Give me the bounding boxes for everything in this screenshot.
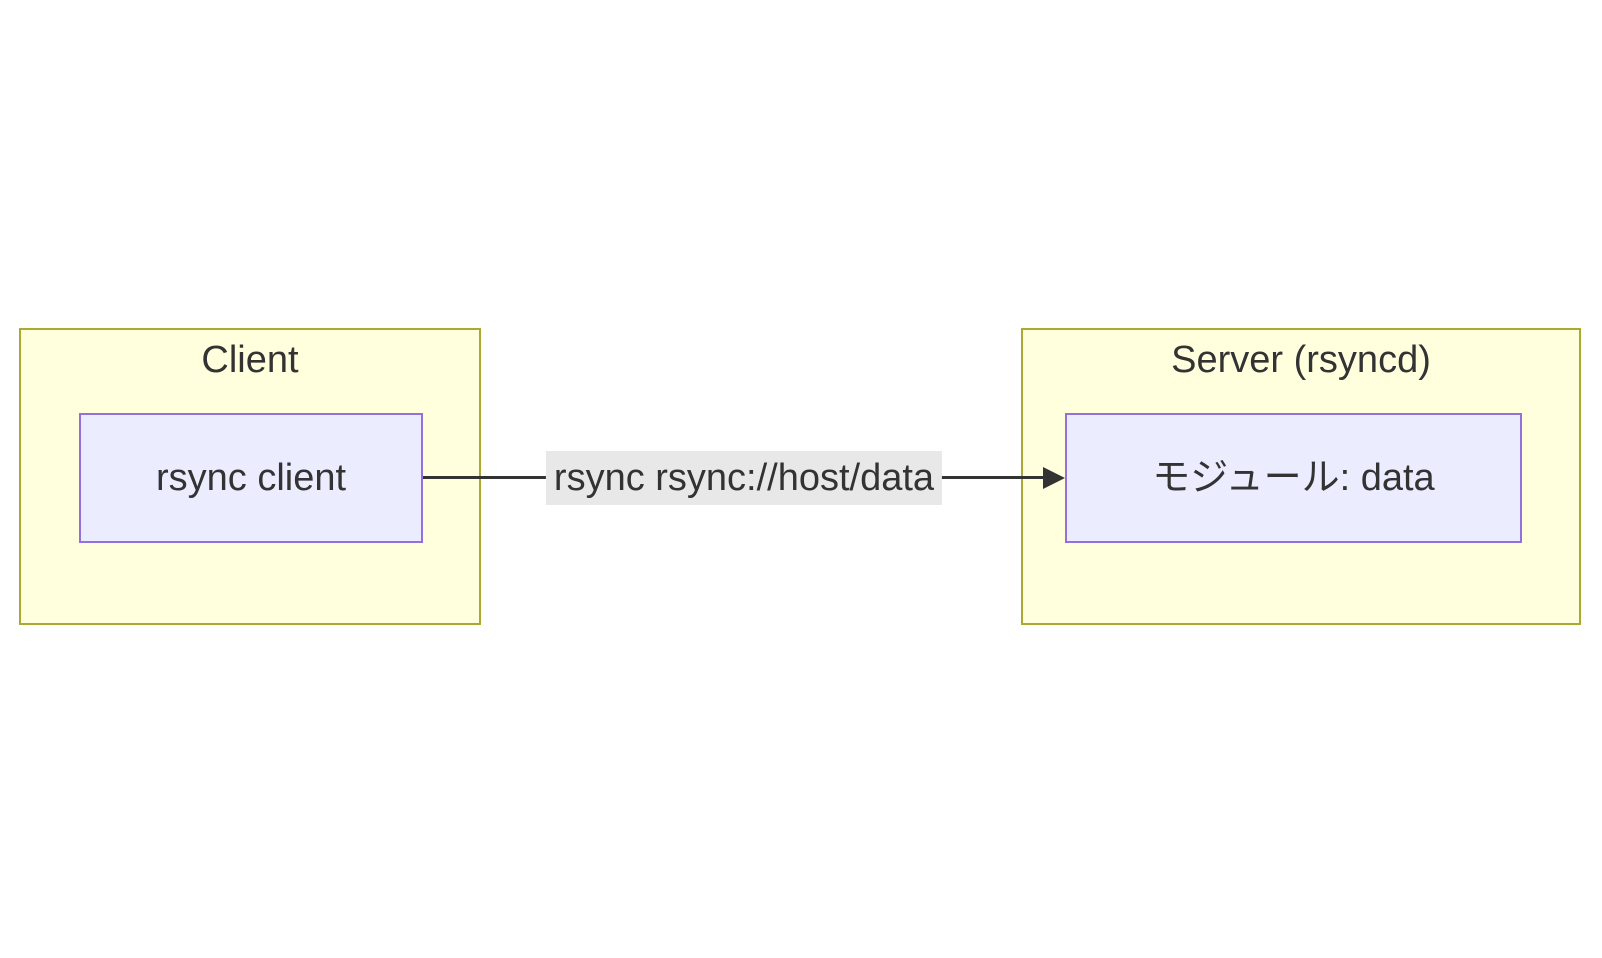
arrowhead-icon: [1043, 467, 1065, 489]
node-module-data: モジュール: data: [1065, 413, 1522, 543]
node-rsync-client-label: rsync client: [155, 457, 347, 499]
node-rsync-client: rsync client: [79, 413, 423, 543]
subgraph-server-title: Server (rsyncd): [1171, 339, 1431, 381]
subgraph-client-title: Client: [201, 339, 299, 381]
edge-label: rsync rsync://host/data: [545, 451, 943, 505]
node-module-data-label: モジュール: data: [1152, 457, 1435, 499]
